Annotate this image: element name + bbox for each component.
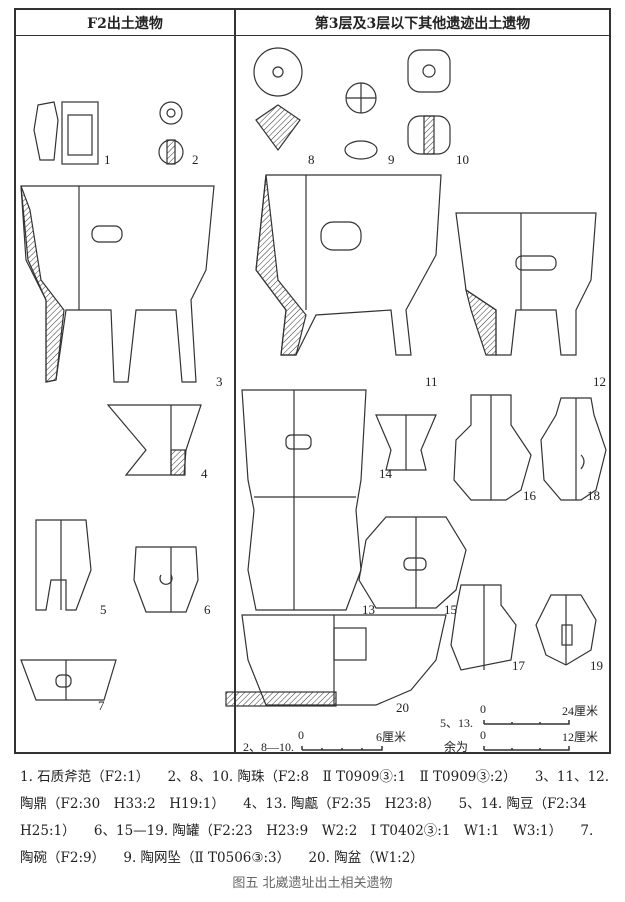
label-13: 13: [362, 602, 375, 617]
artifact-15-jar: [358, 516, 467, 609]
scale-bar-small: [301, 746, 383, 751]
scale-small-max: 6厘米: [376, 730, 407, 744]
panel-divider: [234, 10, 236, 752]
caption-item: 7. 陶碗（F2:9）: [20, 823, 594, 866]
artifact-4-zeng: [106, 404, 202, 476]
caption-item: 4、13. 陶甗（F2:35 H23:8）: [243, 796, 441, 812]
scale-large-max: 24厘米: [562, 704, 599, 718]
caption-item: 5、14. 陶豆（F2:34 H25:1）: [20, 796, 601, 839]
caption-item: 3、11、12. 陶鼎（F2:30 H33:2 H19:1）: [20, 769, 610, 812]
label-9: 9: [388, 152, 395, 167]
artifact-12-ding: [455, 212, 597, 356]
artifact-3-ding-tripod: [20, 185, 215, 383]
label-3: 3: [216, 374, 223, 389]
left-panel-header: F2出土遗物: [16, 10, 234, 36]
caption-item: 20. 陶盆（W1:2）: [308, 850, 424, 866]
figure-plate: F2出土遗物 第3层及3层以下其他遗迹出土遗物: [14, 8, 611, 754]
artifact-14-dou: [375, 414, 437, 471]
caption-item: 2、8、10. 陶珠（F2:8 Ⅱ T0909③:1 Ⅱ T0909③:2）: [167, 769, 517, 785]
caption-item: 9. 陶网坠（Ⅱ T0506③:3）: [123, 850, 291, 866]
label-20: 20: [396, 700, 409, 715]
figure-caption: 1. 石质斧范（F2:1） 2、8、10. 陶珠（F2:8 Ⅱ T0909③:1…: [20, 764, 610, 872]
label-7: 7: [98, 698, 105, 713]
artifact-5-dou: [35, 519, 92, 611]
artifact-19-jar: [535, 594, 597, 666]
scale-large-prefix: 5、13.: [440, 716, 474, 730]
scale-rest-max: 12厘米: [562, 730, 599, 744]
artifact-2-bead: [158, 101, 184, 165]
caption-item: 6、15—19. 陶罐（F2:23 H23:9 W2:2 Ⅰ T0402③:1 …: [93, 823, 563, 839]
label-8: 8: [308, 152, 315, 167]
figure-title: 图五 北崴遗址出土相关遗物: [232, 876, 393, 891]
label-5: 5: [100, 602, 107, 617]
label-16: 16: [523, 488, 536, 503]
right-panel-header: 第3层及3层以下其他遗迹出土遗物: [236, 10, 609, 36]
artifact-7-bowl: [20, 659, 117, 701]
label-15: 15: [444, 602, 457, 617]
artifact-10-bead: [407, 49, 451, 155]
label-1: 1: [104, 152, 111, 167]
scale-bar-large: [483, 720, 570, 725]
label-12: 12: [593, 374, 606, 389]
artifact-1-axe-mold: [33, 101, 99, 165]
artifact-drawings: [20, 47, 607, 751]
artifact-17-jar: [450, 584, 517, 671]
label-6: 6: [204, 602, 211, 617]
label-14: 14: [379, 466, 392, 481]
artifact-11-ding: [255, 174, 442, 356]
artifact-9-net-sinker: [344, 82, 378, 160]
scale-rest-prefix: 余为: [444, 740, 469, 754]
caption-item: 1. 石质斧范（F2:1）: [20, 769, 150, 785]
label-11: 11: [425, 374, 438, 389]
label-4: 4: [201, 466, 208, 481]
artifact-8-bead: [253, 47, 303, 152]
artifact-18-jar: [540, 397, 607, 501]
label-2: 2: [192, 152, 199, 167]
scale-large-zero: 0: [480, 702, 486, 716]
artifact-6-jar: [133, 546, 199, 613]
label-18: 18: [587, 488, 600, 503]
label-17: 17: [512, 658, 525, 673]
scale-rest-zero: 0: [480, 728, 486, 742]
scale-bar-rest: [483, 746, 570, 751]
scale-small-zero: 0: [298, 728, 304, 742]
artifact-20-basin: [225, 614, 447, 707]
label-10: 10: [456, 152, 469, 167]
scale-small-prefix: 2、8—10.: [243, 740, 295, 754]
artifact-13-yan: [241, 389, 367, 611]
artifact-16-jar: [453, 394, 532, 501]
label-19: 19: [590, 658, 603, 673]
